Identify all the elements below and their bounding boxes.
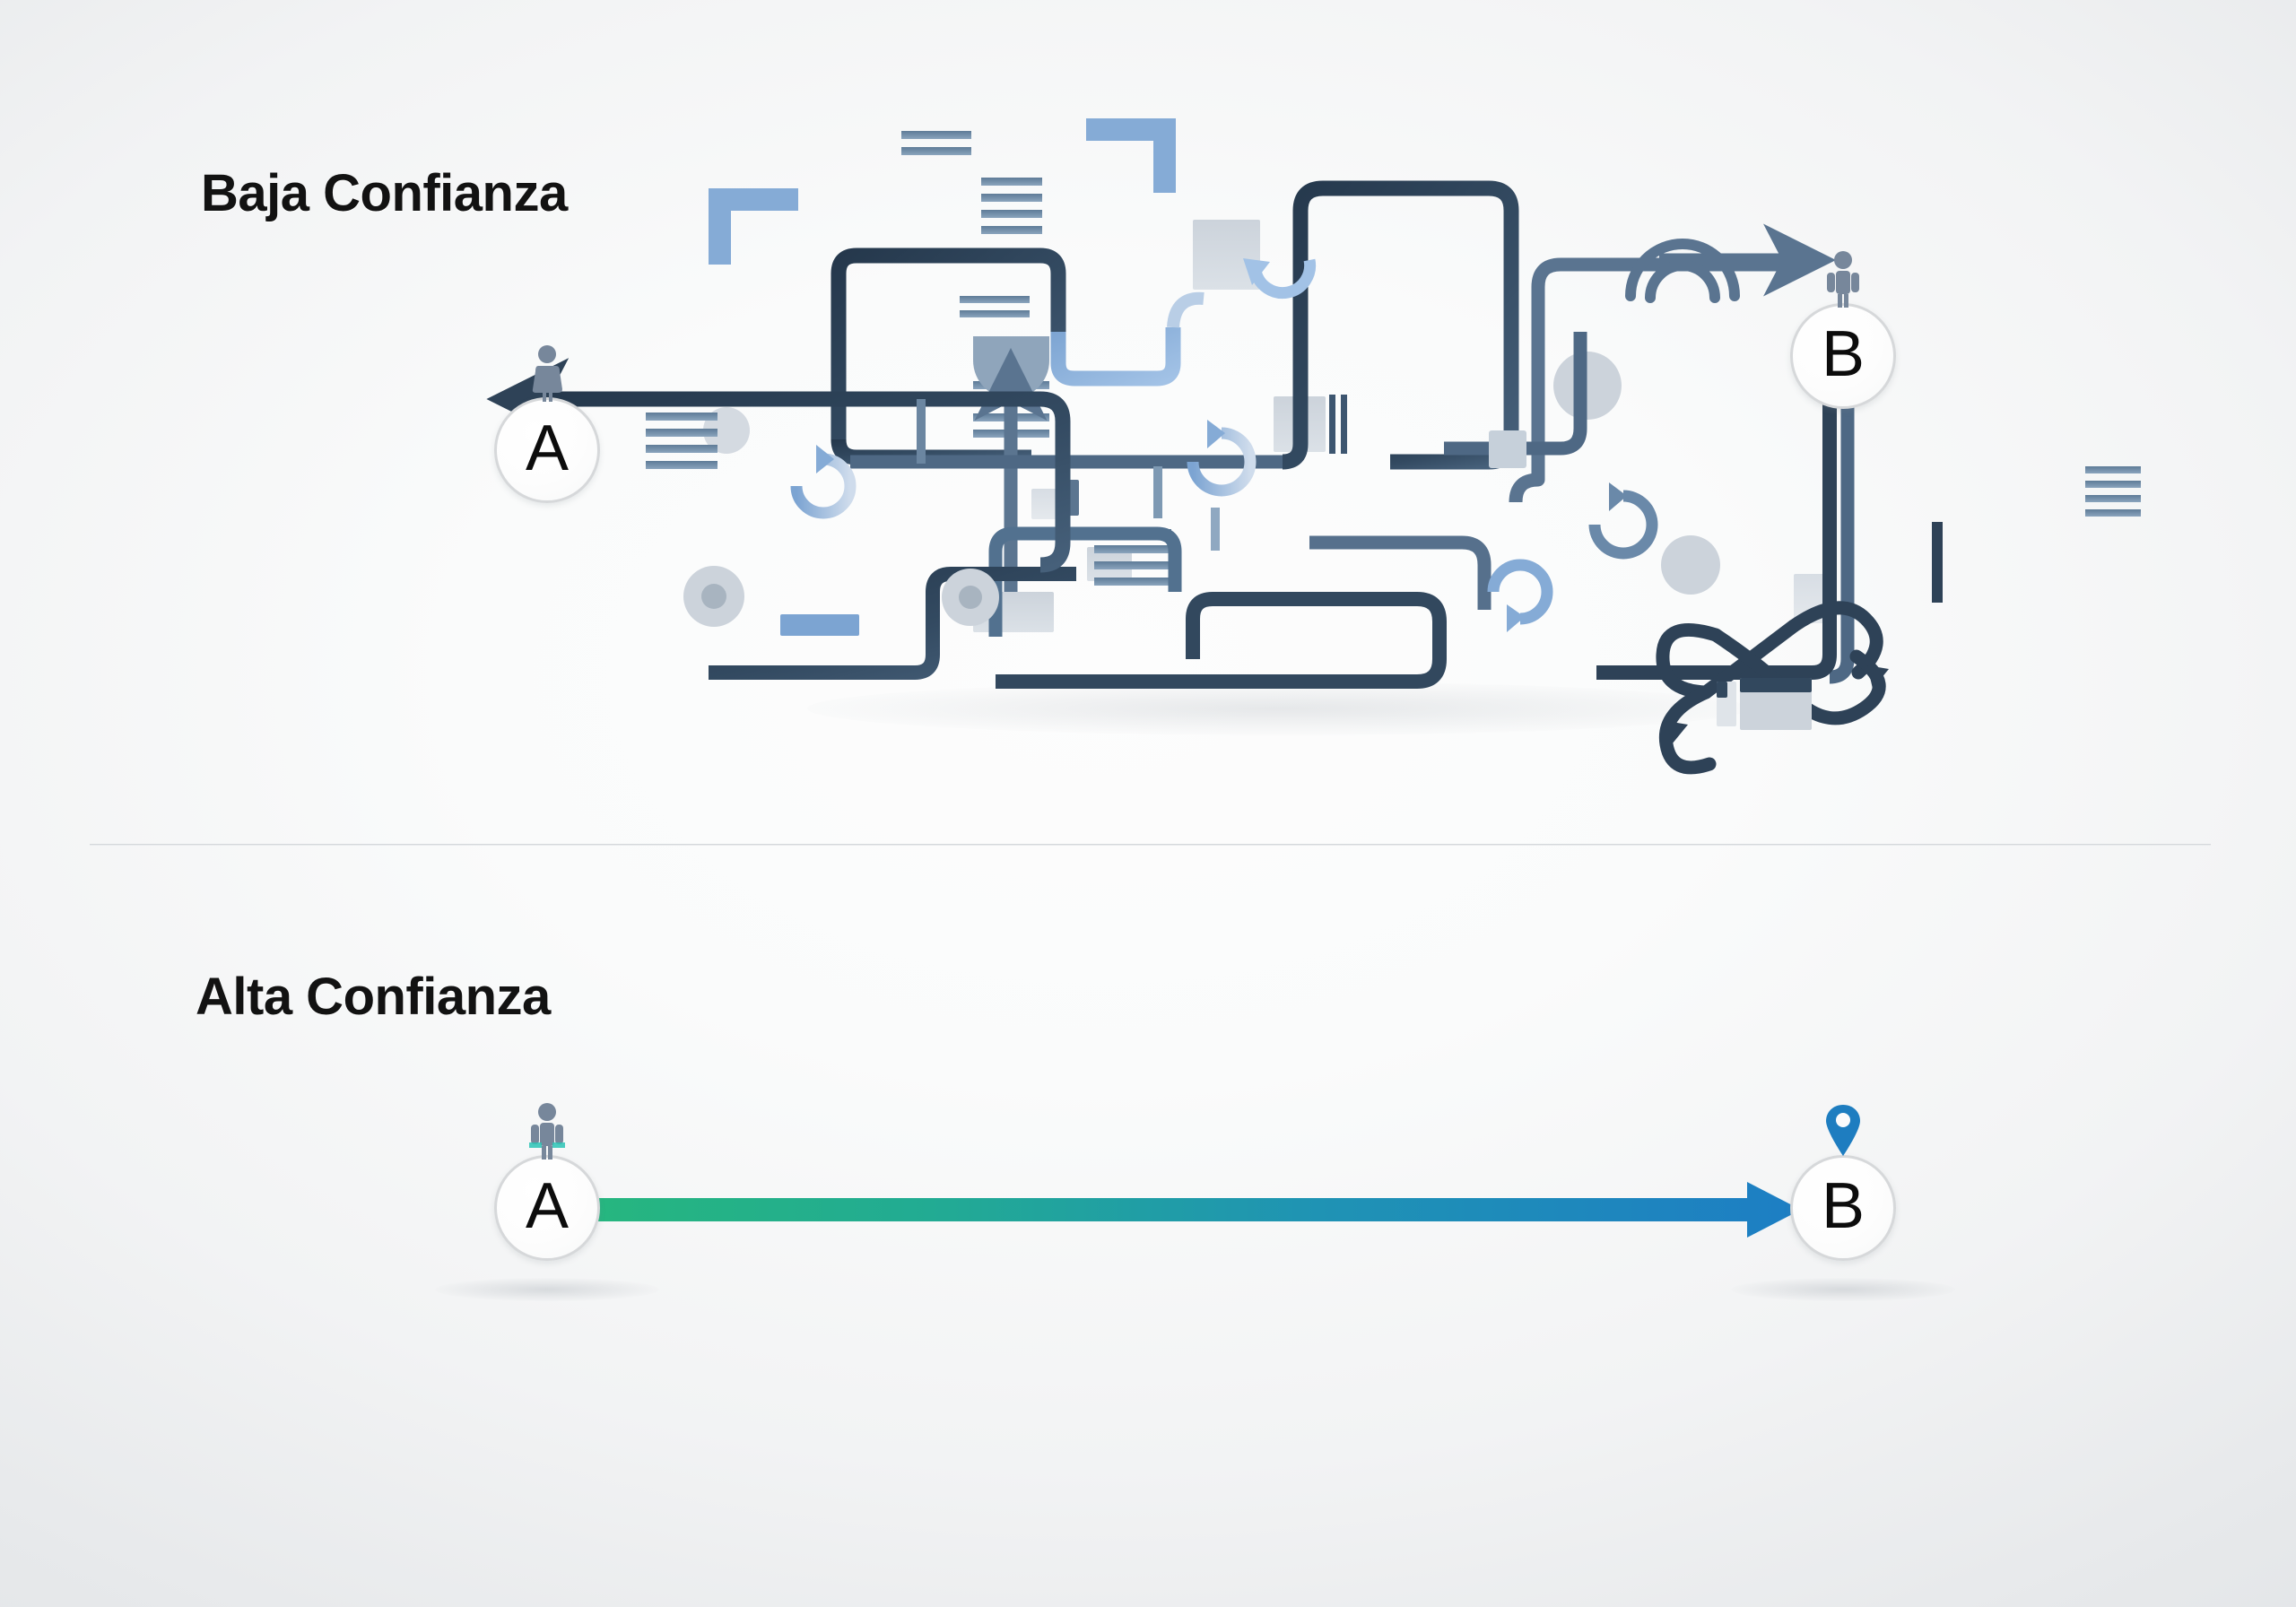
decor-plate-blue-1 (780, 614, 859, 636)
corner-bracket-icon-1 (709, 188, 798, 265)
maze-path-5 (709, 567, 1076, 680)
map-pin-icon (1826, 1105, 1860, 1156)
person-female-icon (532, 345, 562, 402)
stacked-lines-icon-1 (646, 413, 718, 469)
maze-ground-shadow (807, 682, 1749, 735)
connector-stick-4 (1932, 522, 1943, 603)
curved-down-arrow-icon (1243, 258, 1317, 300)
decor-square-blue (1489, 430, 1526, 468)
person-male-icon (529, 1103, 565, 1160)
decor-circle-gray-3 (1661, 535, 1720, 595)
maze-path-light-arc (1167, 291, 1205, 328)
node-a-low-confidence[interactable]: A (494, 345, 600, 503)
connector-stick-2 (1153, 466, 1162, 518)
stacked-lines-icon-2 (981, 178, 1042, 259)
direct-path-arrow (592, 1182, 1801, 1238)
decor-circle-gray-2 (1553, 352, 1622, 420)
maze-path-1b (831, 439, 1031, 465)
path-to-node-a (486, 358, 1071, 573)
knob-target-icon (683, 566, 744, 627)
maze-path-12 (1526, 332, 1587, 456)
node-b-low-confidence[interactable]: B (1790, 251, 1896, 409)
person-male-icon (1827, 251, 1859, 308)
maze-path-1 (831, 248, 1066, 439)
decor-bar-2 (1341, 395, 1347, 454)
decor-rect-gray-1 (1193, 220, 1260, 290)
window-card-icon (1717, 678, 1812, 730)
section-divider (90, 844, 2211, 846)
stacked-lines-icon-7 (2085, 466, 2141, 517)
node-a-high-confidence[interactable]: A (494, 1103, 600, 1261)
connector-stick-1 (917, 399, 926, 464)
node-a-low-label: A (525, 413, 570, 484)
connector-stick-3 (1211, 508, 1220, 551)
node-b-high-label: B (1821, 1170, 1866, 1242)
maze-path-8 (996, 592, 1447, 689)
stacked-lines-icon-3 (901, 131, 971, 155)
refresh-arrow-icon-1 (790, 445, 857, 519)
refresh-arrow-icon-4 (1487, 559, 1553, 632)
node-b-shadow (1731, 1278, 1955, 1301)
node-a-high-label: A (525, 1170, 570, 1242)
decor-rect-gray-4 (1031, 489, 1058, 519)
stacked-lines-icon-4 (960, 296, 1030, 317)
refresh-arrow-icon-3 (1588, 482, 1658, 560)
maze-path-6 (1309, 535, 1492, 610)
infinity-knot-arrowhead-2 (1666, 721, 1688, 744)
maze-path-4 (988, 526, 1182, 592)
arrow-shape (592, 1182, 1801, 1238)
panel-title-low-confidence: Baja Confianza (201, 164, 568, 222)
maze-path-7 (1186, 592, 1417, 620)
tangled-path-maze (486, 118, 2141, 775)
node-b-high-confidence[interactable]: B (1790, 1105, 1896, 1261)
infinity-knot-arrowhead-1 (1867, 665, 1889, 689)
panel-title-high-confidence: Alta Confianza (196, 968, 551, 1026)
maze-path-3 (1282, 180, 1519, 470)
node-b-low-label: B (1821, 318, 1866, 390)
corner-bracket-icon-2 (1086, 118, 1176, 193)
infinity-knot-icon (1656, 601, 1886, 775)
refresh-arrow-icon-2 (1187, 420, 1257, 497)
wifi-signal-icon (1625, 239, 1740, 303)
path-to-node-b (1509, 257, 1812, 503)
node-a-shadow (435, 1278, 659, 1301)
decor-bar-1 (1329, 395, 1335, 454)
knob-dial-icon (942, 569, 999, 626)
maze-path-light-hook (1050, 327, 1181, 387)
